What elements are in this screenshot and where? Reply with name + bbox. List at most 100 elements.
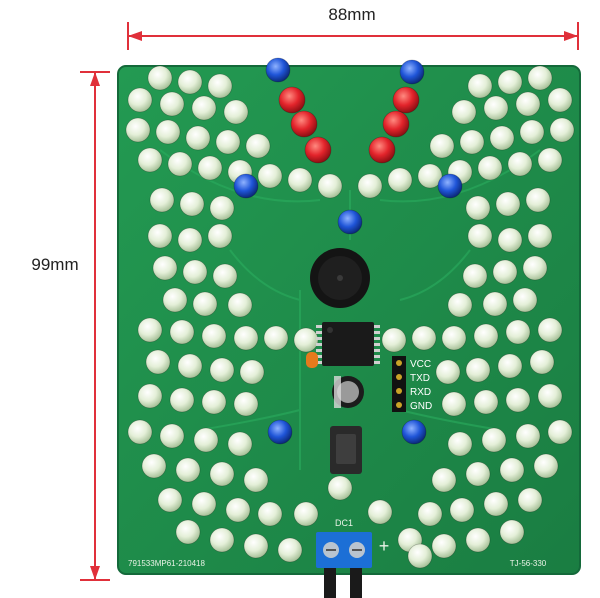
white-led xyxy=(141,453,167,479)
white-led xyxy=(167,151,193,177)
white-led xyxy=(233,391,259,417)
white-led xyxy=(499,519,525,545)
white-led xyxy=(191,95,217,121)
white-led xyxy=(505,319,531,345)
white-led xyxy=(145,349,171,375)
white-led xyxy=(287,167,313,193)
white-led xyxy=(157,487,183,513)
white-led xyxy=(537,317,563,343)
white-led xyxy=(179,191,205,217)
white-led xyxy=(127,419,153,445)
white-led xyxy=(429,133,455,159)
white-led xyxy=(483,95,509,121)
ic-pin xyxy=(316,325,322,328)
white-led xyxy=(212,263,238,289)
pin-header xyxy=(392,356,406,412)
red-led xyxy=(382,110,410,138)
white-led xyxy=(243,467,269,493)
red-led xyxy=(290,110,318,138)
white-led xyxy=(431,467,457,493)
white-led xyxy=(473,323,499,349)
white-led xyxy=(201,389,227,415)
white-led xyxy=(492,259,518,285)
ic-pin xyxy=(374,355,380,358)
ic-pins xyxy=(316,325,380,364)
ic-pin xyxy=(316,349,322,352)
white-led xyxy=(257,501,283,527)
white-led xyxy=(527,65,553,91)
white-led xyxy=(465,461,491,487)
ic-pin xyxy=(374,325,380,328)
ic-pin xyxy=(374,331,380,334)
white-led xyxy=(225,497,251,523)
white-led xyxy=(537,147,563,173)
blue-led xyxy=(401,419,427,445)
white-led xyxy=(233,325,259,351)
white-led xyxy=(293,501,319,527)
ic-pin xyxy=(316,343,322,346)
white-led xyxy=(175,519,201,545)
white-led xyxy=(209,461,235,487)
white-led xyxy=(499,457,525,483)
white-led xyxy=(451,99,477,125)
buzzer xyxy=(310,248,370,308)
red-led xyxy=(304,136,332,164)
ic-pin xyxy=(374,343,380,346)
white-led xyxy=(411,325,437,351)
width-dimension-label: 88mm xyxy=(328,5,375,24)
white-led xyxy=(417,163,443,189)
white-led xyxy=(465,357,491,383)
white-led xyxy=(357,173,383,199)
ic-pin xyxy=(316,337,322,340)
white-led xyxy=(209,195,235,221)
white-led xyxy=(483,491,509,517)
white-led xyxy=(162,287,188,313)
white-led xyxy=(517,487,543,513)
white-led xyxy=(467,223,493,249)
blue-led xyxy=(399,59,425,85)
pin-label-rxd: RXD xyxy=(410,387,431,398)
white-led xyxy=(137,383,163,409)
white-led xyxy=(431,533,457,559)
white-led xyxy=(525,187,551,213)
ic-pin xyxy=(374,349,380,352)
white-led xyxy=(155,119,181,145)
blue-led xyxy=(233,173,259,199)
white-led xyxy=(512,287,538,313)
white-led xyxy=(533,453,559,479)
white-led xyxy=(387,167,413,193)
white-led xyxy=(177,227,203,253)
white-led xyxy=(191,491,217,517)
red-led xyxy=(392,86,420,114)
white-led xyxy=(147,223,173,249)
white-led xyxy=(547,419,573,445)
white-led xyxy=(185,125,211,151)
plus-sign: + xyxy=(379,536,390,556)
white-led xyxy=(507,151,533,177)
ic-pin xyxy=(316,355,322,358)
red-led-array xyxy=(278,86,420,164)
white-led xyxy=(243,533,269,559)
width-dimension xyxy=(127,22,579,50)
white-led xyxy=(215,129,241,155)
white-led xyxy=(367,499,393,525)
white-led xyxy=(257,163,283,189)
white-led xyxy=(293,327,319,353)
white-led xyxy=(127,87,153,113)
white-led xyxy=(177,69,203,95)
white-led xyxy=(447,431,473,457)
white-led xyxy=(197,155,223,181)
blue-led-array xyxy=(233,57,463,445)
power-connector-label: DC1 xyxy=(335,518,353,528)
white-led xyxy=(327,475,353,501)
pin-label-txd: TXD xyxy=(410,373,430,384)
red-led xyxy=(368,136,396,164)
white-led xyxy=(407,543,433,569)
blue-led xyxy=(337,209,363,235)
height-dimension-label: 99mm xyxy=(31,255,78,274)
white-led xyxy=(459,129,485,155)
pin-label-vcc: VCC xyxy=(410,359,431,370)
white-led xyxy=(489,125,515,151)
